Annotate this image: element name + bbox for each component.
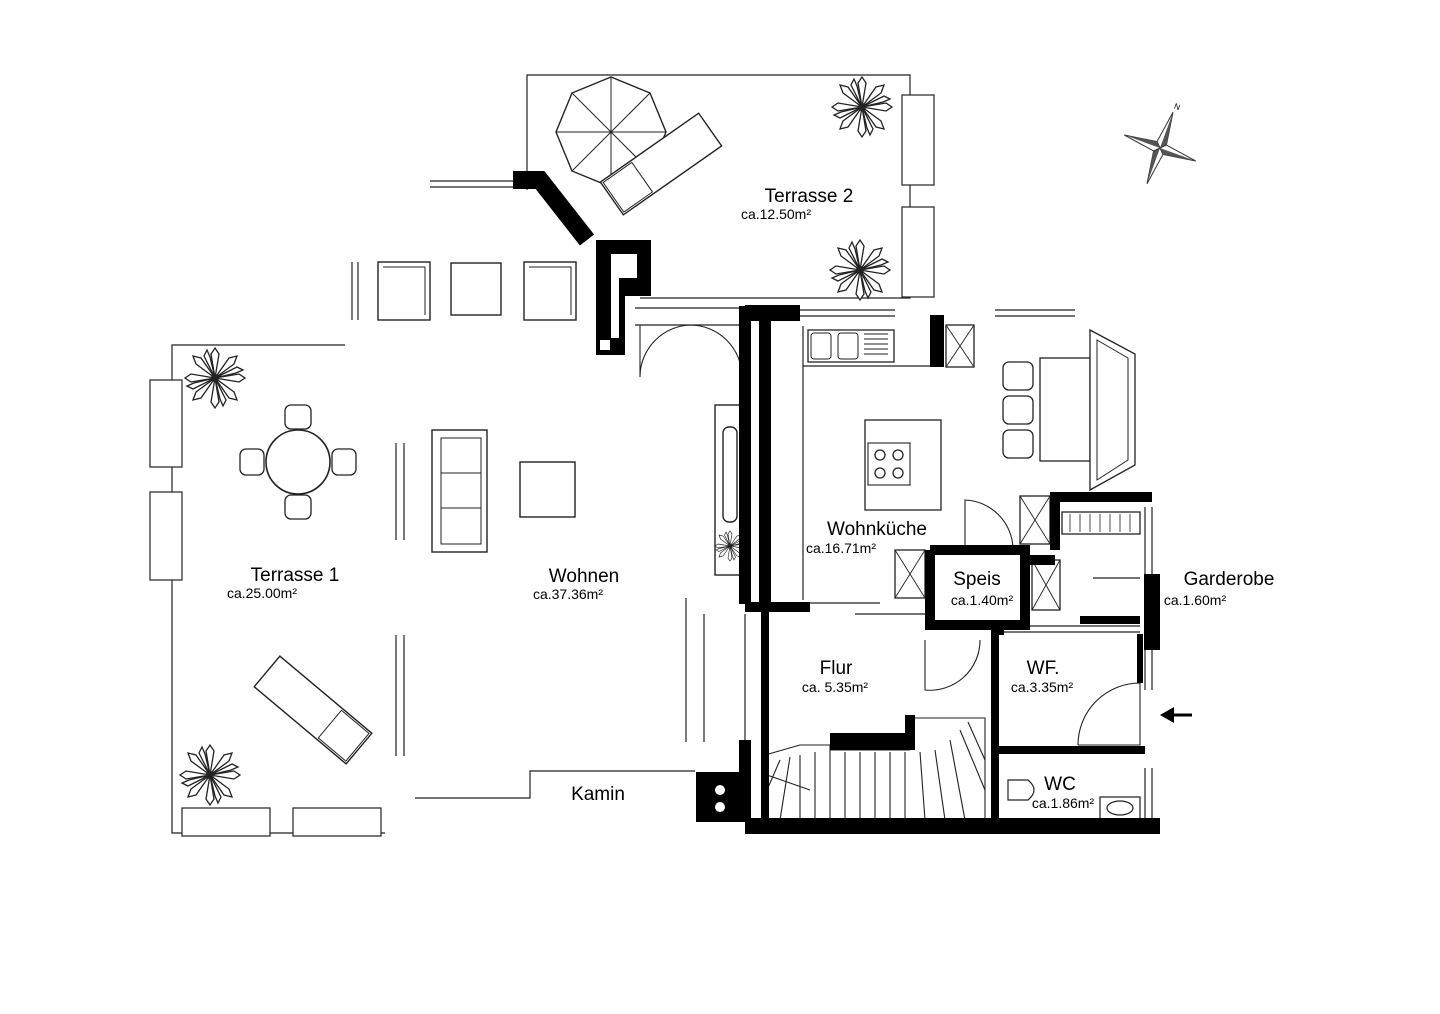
room-name-flur: Flur	[820, 658, 853, 679]
entrance-arrow-icon	[1160, 707, 1192, 723]
room-name-garderobe: Garderobe	[1184, 569, 1275, 590]
interior-lines	[351, 180, 1153, 818]
walls	[513, 171, 1160, 834]
room-area-terrasse2: ca.12.50m²	[741, 206, 811, 222]
room-area-garderobe: ca.1.60m²	[1164, 592, 1227, 608]
staircase	[764, 717, 986, 821]
room-area-wohnkueche: ca.16.71m²	[806, 540, 876, 556]
room-name-wf: WF.	[1027, 658, 1060, 679]
terrace-1	[149, 344, 385, 837]
plant-icon	[184, 347, 246, 409]
compass-rose-icon: N	[1124, 102, 1196, 184]
room-area-wohnen: ca.37.36m²	[533, 586, 603, 602]
room-name-terrasse2: Terrasse 2	[765, 186, 854, 207]
room-area-flur: ca. 5.35m²	[802, 679, 868, 695]
room-name-wc: WC	[1044, 774, 1076, 795]
room-name-speis: Speis	[953, 569, 1001, 590]
room-labels: Terrasse 2 ca.12.50m² Terrasse 1 ca.25.0…	[227, 186, 1274, 811]
compass-north-label: N	[1173, 102, 1182, 113]
sun-lounger	[253, 655, 373, 765]
sink-icon	[1099, 796, 1141, 820]
stove-icon	[867, 442, 911, 486]
room-name-wohnkueche: Wohnküche	[827, 519, 927, 540]
room-area-speis: ca.1.40m²	[951, 592, 1014, 608]
sun-lounger	[599, 112, 723, 216]
plant-icon	[831, 76, 893, 138]
room-area-wc: ca.1.86m²	[1032, 795, 1095, 811]
room-area-terrasse1: ca.25.00m²	[227, 585, 297, 601]
label-kamin: Kamin	[571, 784, 625, 805]
toilet-icon	[1007, 779, 1035, 801]
kitchen-furniture	[807, 324, 1141, 611]
room-name-terrasse1: Terrasse 1	[251, 565, 340, 586]
terrace-2	[526, 74, 935, 301]
fireplace-vent	[715, 785, 725, 795]
wohnen-furniture	[377, 261, 748, 576]
room-area-wf: ca.3.35m²	[1011, 679, 1074, 695]
door-swings	[924, 499, 1141, 746]
dining-table-round	[239, 404, 357, 520]
plant-icon	[179, 744, 241, 806]
room-name-wohnen: Wohnen	[549, 566, 619, 587]
plant-icon	[829, 239, 891, 301]
fireplace-vent	[715, 802, 725, 812]
